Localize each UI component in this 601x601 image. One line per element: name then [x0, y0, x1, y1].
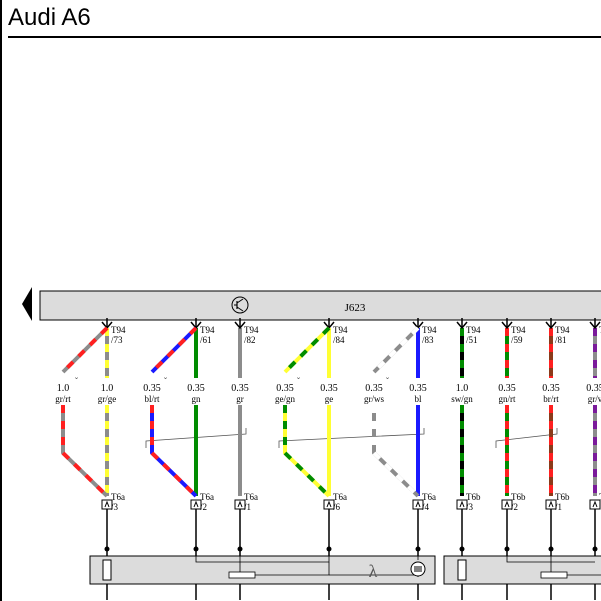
pin-label-bottom: T6a	[333, 492, 347, 502]
pin-label-top: T94	[333, 325, 348, 335]
wire-color-code: ge	[325, 394, 334, 404]
pin-arrow-top-7	[545, 318, 557, 330]
pin-label-top: T94	[511, 325, 526, 335]
pin-number-top: /84	[333, 335, 345, 345]
wire-size: 1.0	[456, 383, 469, 394]
connector-bottom-8	[589, 499, 601, 600]
pin-number-top: /82	[244, 335, 256, 345]
pin-label-bottom: T6b	[511, 492, 526, 502]
wire-color-code: bl/rt	[145, 394, 160, 404]
wire-color-code: gr/rt	[55, 394, 71, 404]
pin-label-bottom: T6b	[599, 492, 601, 502]
pin-label-top: T94	[200, 325, 215, 335]
pin-number-top: /59	[511, 335, 523, 345]
wire-color-code: gr	[236, 394, 244, 404]
pin-number-top: /81	[555, 335, 567, 345]
twist-mark: ˘	[75, 376, 78, 386]
twisted-wire-upper-3	[372, 326, 420, 374]
pin-label-bottom: T6a	[200, 492, 214, 502]
shield-lines	[145, 428, 558, 448]
pin-arrow-top-8	[589, 318, 601, 330]
control-unit-label: J623	[345, 302, 366, 314]
pin-number-bottom: /6	[333, 502, 341, 512]
twisted-wire-lower-3	[372, 405, 420, 498]
transistor-icon	[231, 296, 249, 314]
pin-number-top: /61	[200, 335, 212, 345]
connector-bottom-5	[456, 499, 468, 600]
pin-label-top: T94	[244, 325, 259, 335]
page-title: Audi A6	[8, 4, 91, 31]
wire-size: 0.35	[498, 383, 516, 394]
wire-size: 0.35	[365, 383, 383, 394]
control-unit-bar	[39, 290, 601, 321]
wire-color-code: br/rt	[543, 394, 559, 404]
sensor-box-1	[89, 555, 436, 585]
wire-color-code: gn/rt	[499, 394, 516, 404]
pin-label-top: T94	[555, 325, 570, 335]
wire-size: 0.35	[143, 383, 161, 394]
wire-color-code: gr/ws	[364, 394, 384, 404]
pin-label-bottom: T6a	[244, 492, 258, 502]
wire-color-code: ge/gn	[275, 394, 295, 404]
pin-number-bottom: /4	[422, 502, 430, 512]
wire-size: 0.35	[586, 383, 601, 394]
pin-label-bottom: T6a	[422, 492, 436, 502]
pin-number-bottom: /2	[200, 502, 207, 512]
twisted-wire-upper-1	[150, 326, 198, 374]
twisted-wire-lower-2	[283, 405, 331, 498]
ground-resistor-icon	[102, 559, 467, 581]
lambda-symbol: λ	[369, 561, 378, 581]
wire-color-code: bl	[414, 394, 422, 404]
wire-size: 1.0	[57, 383, 70, 394]
pin-label-top: T94	[599, 325, 601, 335]
pin-label-top: T94	[466, 325, 481, 335]
pin-number-bottom: /1	[555, 502, 562, 512]
pin-number-bottom: /3	[111, 502, 119, 512]
wire-color-code: sw/gn	[451, 394, 473, 404]
twisted-wire-upper-0	[61, 326, 109, 374]
wire-size: 0.35	[409, 383, 427, 394]
sensor-box-2	[443, 555, 601, 585]
sensor-heater-icon	[410, 561, 426, 577]
wire-color-code: gr/ge	[98, 394, 117, 404]
wire-size: 0.35	[231, 383, 249, 394]
pin-number-top: /83	[422, 335, 434, 345]
pin-arrow-top-6	[501, 318, 513, 330]
wire-color-code: gr/v	[588, 394, 601, 404]
twist-mark: ˘	[386, 376, 389, 386]
connector-bottom-0	[101, 499, 113, 600]
wire-size: 0.35	[276, 383, 294, 394]
twisted-wire-upper-2	[283, 326, 331, 374]
pin-arrow-top-5	[456, 318, 468, 330]
wires-layer: T94/731.0gr/geT6a/3T94/610.35gnT6a/2T94/…	[55, 318, 601, 600]
pin-number-top: /73	[111, 335, 123, 345]
wire-size: 0.35	[320, 383, 338, 394]
pin-label-top: T94	[422, 325, 437, 335]
title-underline	[8, 36, 601, 38]
twisted-wire-lower-1	[150, 405, 198, 498]
twisted-wire-lower-0	[61, 405, 109, 498]
pin-label-top: T94	[111, 325, 126, 335]
pin-label-bottom: T6b	[466, 492, 481, 502]
left-border	[0, 0, 2, 601]
twist-mark: ˘	[164, 376, 167, 386]
wire-size: 0.35	[542, 383, 560, 394]
scroll-left-arrow-icon[interactable]	[22, 287, 32, 321]
pin-arrow-top-2	[234, 318, 246, 330]
pin-label-bottom: T6b	[555, 492, 570, 502]
wire-color-code: gn	[192, 394, 202, 404]
wire-size: 0.35	[187, 383, 205, 394]
twist-mark: ˘	[297, 376, 300, 386]
pin-number-top: /51	[466, 335, 478, 345]
pin-number-bottom: /2	[511, 502, 518, 512]
pin-label-bottom: T6a	[111, 492, 125, 502]
pin-number-bottom: /3	[466, 502, 474, 512]
wire-size: 1.0	[101, 383, 114, 394]
pin-number-bottom: /1	[244, 502, 251, 512]
